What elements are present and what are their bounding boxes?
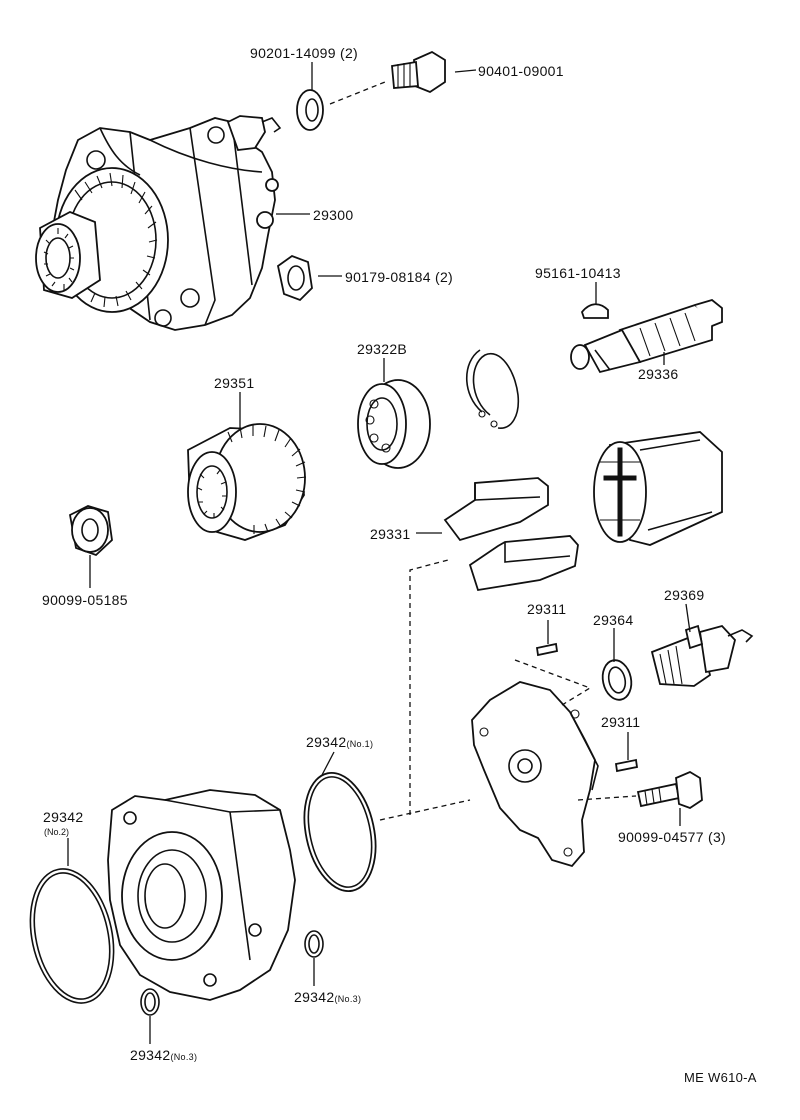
label-29336: 29336: [638, 366, 678, 382]
pump-housing: [107, 789, 296, 1001]
nut-90179: [276, 254, 313, 302]
vacuum-pump-assembly-29300: [35, 115, 282, 331]
label-29369: 29369: [664, 587, 704, 603]
alignment-lines: [379, 559, 637, 821]
label-29351: 29351: [214, 375, 254, 391]
o-ring-29364: [601, 659, 633, 701]
diagram-code: ME W610-A: [684, 1070, 757, 1085]
drive-gear-29351: [187, 423, 307, 541]
leader-lines: [67, 62, 691, 1044]
label-29342-no2: 29342: [43, 809, 83, 825]
label-29300: 29300: [313, 207, 353, 223]
label-90099-05185: 90099-05185: [42, 592, 128, 608]
vanes-29331: [443, 477, 579, 592]
o-ring-29342-no3-left: [140, 988, 160, 1016]
o-ring-29342-no2: [29, 868, 115, 1004]
flange-nut-90099: [68, 505, 113, 557]
pin-29311-lower: [614, 758, 639, 773]
pump-rotor: [593, 431, 723, 546]
seal-ring-90201: [296, 89, 324, 131]
rotor-shaft-29336: [570, 299, 723, 374]
label-90099-04577: 90099-04577 (3): [618, 829, 726, 845]
bearing-29322b: [357, 379, 431, 469]
label-29311-lower: 29311: [601, 714, 640, 730]
pin-29311-upper: [535, 642, 559, 657]
label-29331: 29331: [370, 526, 410, 542]
valve-29369: [650, 624, 754, 687]
label-29342-no3-right: 29342(No.3): [294, 989, 361, 1005]
pump-end-cover: [471, 681, 599, 868]
label-29342-no2-sub: (No.2): [44, 827, 69, 837]
label-29322b: 29322B: [357, 341, 407, 357]
gear-teeth: [74, 172, 158, 308]
label-29311-upper: 29311: [527, 601, 566, 617]
union-bolt-90401: [391, 50, 446, 94]
o-ring-29342-no3-right: [304, 930, 324, 958]
bolt-90099: [636, 770, 703, 810]
snap-ring: [466, 349, 520, 429]
label-29364: 29364: [593, 612, 633, 628]
label-90401: 90401-09001: [478, 63, 564, 79]
o-ring-29342-no1: [303, 771, 377, 893]
label-90179: 90179-08184 (2): [345, 269, 453, 285]
label-95161: 95161-10413: [535, 265, 621, 281]
label-29342-no3-left: 29342(No.3): [130, 1047, 197, 1063]
woodruff-key-95161: [580, 303, 609, 319]
label-90201: 90201-14099 (2): [250, 45, 358, 61]
label-29342-no1: 29342(No.1): [306, 734, 373, 750]
